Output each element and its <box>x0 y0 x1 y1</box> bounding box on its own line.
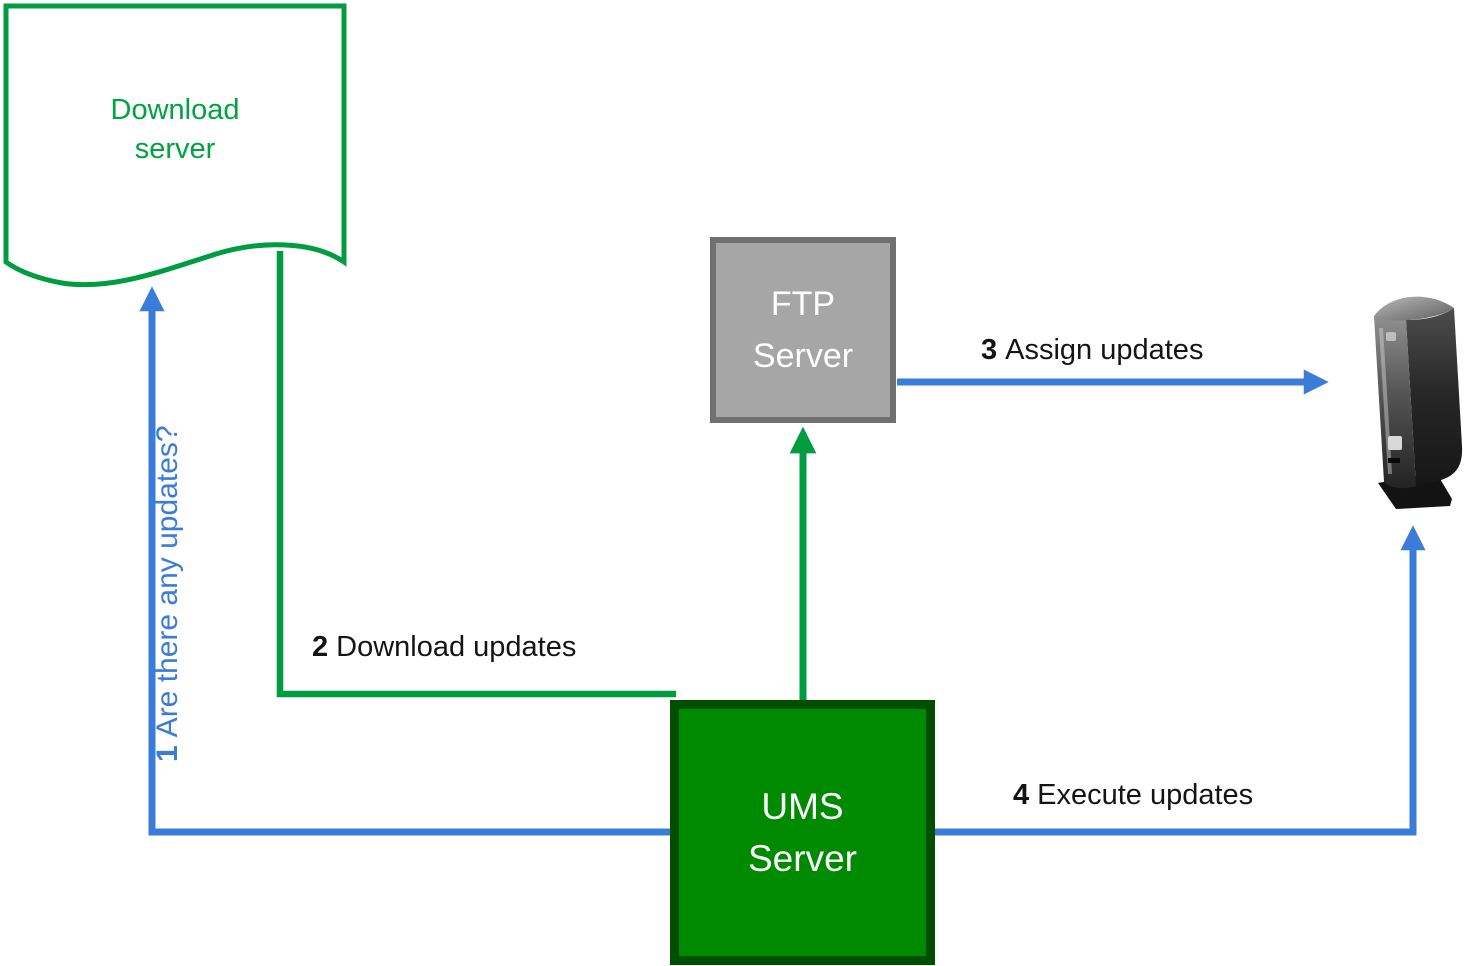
ftp-server-node: FTP Server <box>710 237 896 423</box>
step1-label: 1 Are there any updates? <box>151 292 184 762</box>
thin-client-stand <box>1378 472 1452 509</box>
ftp-server-label: FTP Server <box>752 285 854 375</box>
connector-step2-download <box>276 251 676 698</box>
thin-client-top-logo <box>1386 332 1396 341</box>
connector-step1-query <box>139 286 670 836</box>
step3-number: 3 <box>981 334 998 366</box>
thin-client-top-cap <box>1374 296 1454 321</box>
step1-number: 1 <box>151 745 184 762</box>
step4-text: Execute updates <box>1037 779 1254 811</box>
thin-client-icon <box>1374 296 1463 509</box>
thin-client-slot <box>1388 458 1400 463</box>
ums-server-node: UMS Server <box>670 700 935 965</box>
step4-number: 4 <box>1013 779 1030 811</box>
step2-number: 2 <box>312 631 329 663</box>
step3-text: Assign updates <box>1005 334 1204 366</box>
step1-text: Are there any updates? <box>151 425 184 738</box>
download-server-node: Download server <box>5 5 345 255</box>
ums-server-label: UMS Server <box>748 785 857 879</box>
step2-text: Download updates <box>336 631 577 663</box>
thin-client-logo <box>1388 436 1402 450</box>
thin-client-highlight <box>1379 327 1392 475</box>
download-server-label: Download server <box>110 94 240 165</box>
thin-client-front-panel <box>1374 316 1416 489</box>
thin-client-side-panel <box>1406 308 1463 486</box>
